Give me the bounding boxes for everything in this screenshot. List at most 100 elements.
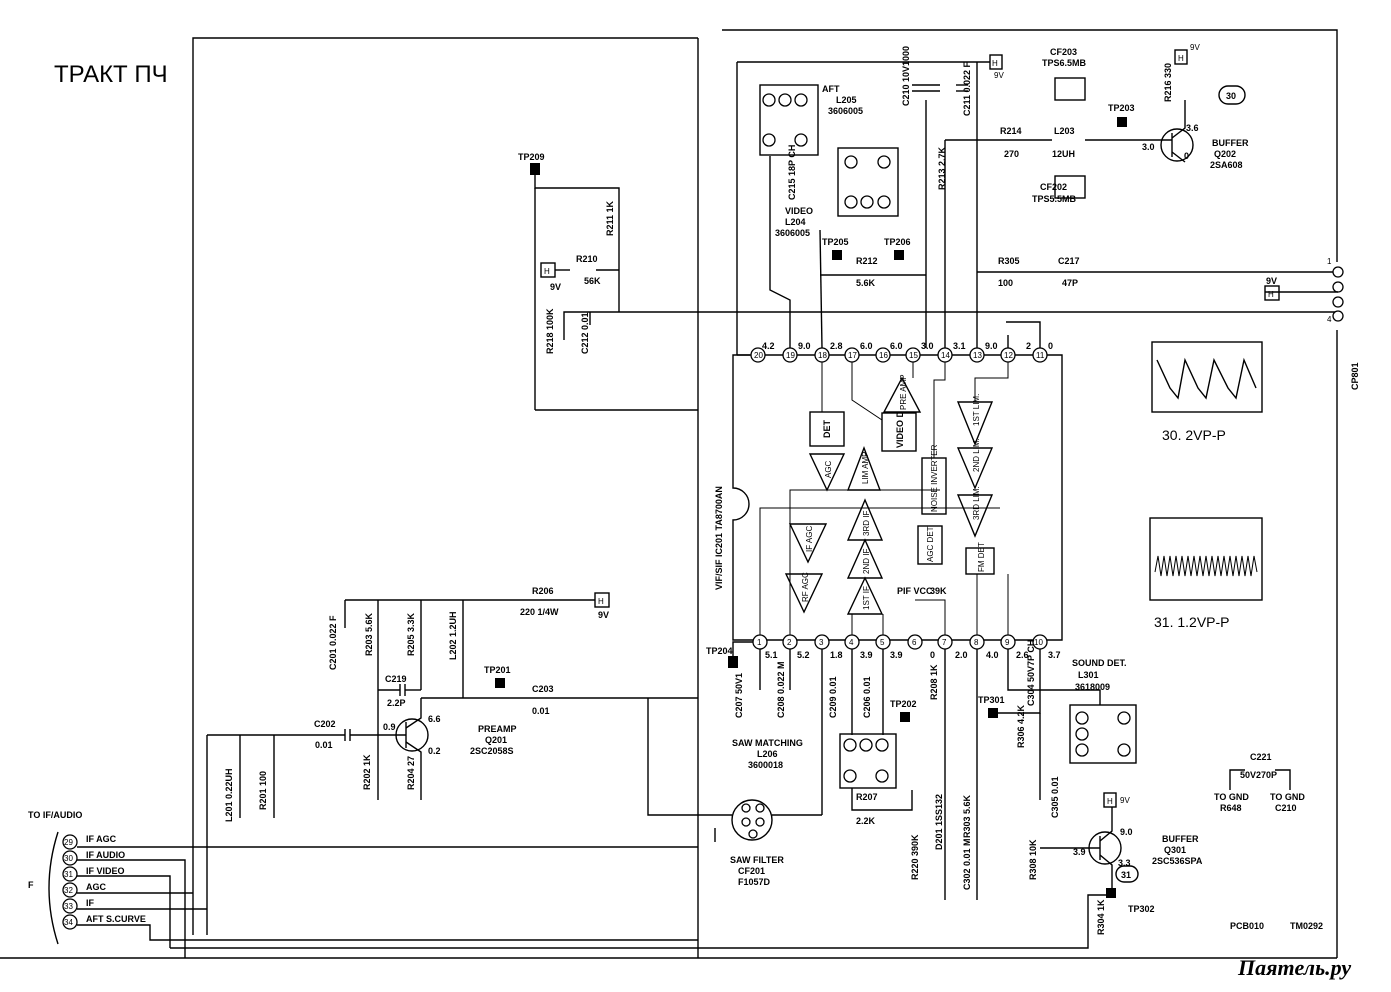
svg-text:R205 3.3K: R205 3.3K [406, 612, 416, 656]
ic-pin-8: 84.0 [969, 634, 999, 660]
svg-text:19: 19 [786, 351, 795, 360]
svg-text:VIDEO: VIDEO [785, 206, 813, 216]
svg-text:R204 27: R204 27 [406, 756, 416, 790]
svg-text:TP302: TP302 [1128, 904, 1155, 914]
svg-text:9V: 9V [1190, 43, 1200, 52]
svg-text:3.6: 3.6 [1186, 123, 1199, 133]
svg-text:4.0: 4.0 [986, 650, 999, 660]
svg-text:R201 100: R201 100 [258, 771, 268, 810]
svg-text:100: 100 [998, 278, 1013, 288]
connector-letter: F [28, 880, 34, 890]
watermark: Паяmель.ру [1237, 955, 1351, 980]
svg-text:4: 4 [849, 638, 854, 647]
agc-det-block [917, 525, 943, 565]
svg-text:220 1/4W: 220 1/4W [520, 607, 559, 617]
svg-text:11: 11 [1036, 351, 1045, 360]
svg-text:1: 1 [757, 638, 762, 647]
svg-text:R216 330: R216 330 [1163, 63, 1173, 102]
svg-text:3RD IF: 3RD IF [862, 511, 871, 536]
svg-text:3RD LIM.: 3RD LIM. [972, 486, 981, 520]
ic-ref-label: VIF/SIF IC201 TA8700AN [714, 486, 724, 590]
svg-text:C210: C210 [1275, 803, 1297, 813]
svg-text:Q202: Q202 [1214, 149, 1236, 159]
svg-text:6.0: 6.0 [860, 341, 873, 351]
ic-pin-9: 92.6 [1000, 634, 1029, 660]
svg-text:BUFFER: BUFFER [1212, 138, 1249, 148]
svg-text:3600018: 3600018 [748, 760, 783, 770]
svg-text:2.8: 2.8 [830, 341, 843, 351]
svg-text:AFT: AFT [822, 84, 840, 94]
svg-text:H: H [544, 267, 550, 276]
svg-text:R648: R648 [1220, 803, 1242, 813]
svg-text:9.0: 9.0 [1120, 827, 1133, 837]
connector-pin-30: 30 IF AUDIO [62, 850, 125, 866]
ic-bottom-pins: 15.1 25.2 31.8 43.9 53.9 60 72.0 84.0 92… [752, 634, 1061, 660]
svg-text:R305: R305 [998, 256, 1020, 266]
svg-text:NOISE INVERTER: NOISE INVERTER [930, 444, 939, 512]
svg-text:TP301: TP301 [978, 695, 1005, 705]
svg-text:L301: L301 [1078, 670, 1099, 680]
svg-text:50V270P: 50V270P [1240, 770, 1277, 780]
svg-text:SOUND DET.: SOUND DET. [1072, 658, 1127, 668]
pin7-8-chain: R208 1K D201 1SS132 R303 5.6K R220 390K … [910, 649, 1038, 900]
svg-text:3.1: 3.1 [953, 341, 966, 351]
lim2-amp [956, 447, 994, 490]
if-agc-amp [788, 523, 828, 564]
svg-text:20: 20 [754, 351, 763, 360]
svg-text:CF201: CF201 [738, 866, 765, 876]
svg-text:30: 30 [64, 854, 73, 863]
svg-text:IF AUDIO: IF AUDIO [86, 850, 125, 860]
svg-text:30: 30 [1226, 91, 1236, 101]
svg-text:D201 1SS132: D201 1SS132 [934, 794, 944, 850]
preamp-section: H 9V R206 220 1/4W C201 0.022 F R203 5.6… [206, 586, 698, 935]
svg-text:1ST IF: 1ST IF [862, 586, 871, 610]
waveform-30-label: 30. 2VP-P [1162, 427, 1226, 443]
pre-amp [882, 376, 922, 413]
svg-text:2: 2 [1026, 341, 1031, 351]
c215-label: C215 18P CH [787, 145, 797, 200]
svg-text:12: 12 [1004, 351, 1013, 360]
svg-text:AFT S.CURVE: AFT S.CURVE [86, 914, 146, 924]
ic-pin-13: 139.0 [969, 341, 998, 363]
svg-text:R306 4.2K: R306 4.2K [1016, 704, 1026, 748]
svg-text:0: 0 [1048, 341, 1053, 351]
svg-text:C208 0.022 M: C208 0.022 M [776, 661, 786, 718]
svg-text:2.6: 2.6 [1016, 650, 1029, 660]
svg-text:3.3: 3.3 [1118, 858, 1131, 868]
svg-text:15: 15 [909, 351, 918, 360]
svg-text:C206 0.01: C206 0.01 [862, 676, 872, 718]
svg-text:3.0: 3.0 [921, 341, 934, 351]
svg-text:SAW MATCHING: SAW MATCHING [732, 738, 803, 748]
svg-text:R208 1K: R208 1K [929, 664, 939, 700]
svg-text:FM DET: FM DET [977, 542, 986, 572]
svg-text:L201 0.22UH: L201 0.22UH [224, 768, 234, 822]
h-9v-top: H 9V [989, 54, 1004, 80]
svg-text:7: 7 [942, 638, 947, 647]
svg-text:5.6K: 5.6K [856, 278, 876, 288]
svg-text:56K: 56K [584, 276, 601, 286]
svg-text:31: 31 [1121, 870, 1131, 880]
svg-text:H: H [598, 597, 604, 606]
saw-matching-l206: SAW MATCHING L206 3600018 R207 2.2K [732, 733, 913, 826]
svg-text:3.0: 3.0 [1142, 142, 1155, 152]
svg-text:9V: 9V [994, 71, 1004, 80]
svg-text:L206: L206 [757, 749, 778, 759]
svg-text:C305 0.01: C305 0.01 [1050, 776, 1060, 818]
ic-ta8700an: VIF/SIF IC201 TA8700AN [714, 354, 1063, 641]
r214-value: 270 [1004, 149, 1019, 159]
svg-text:3: 3 [819, 638, 824, 647]
svg-text:3606005: 3606005 [828, 106, 863, 116]
svg-text:R218 100K: R218 100K [545, 308, 555, 354]
cp801-connector: 1 4 H 9V CP801 [1264, 257, 1360, 390]
c211-label: C211 0.022 F [962, 61, 972, 116]
ic-pin-20: 204.2 [750, 341, 775, 363]
ic-pin-16: 166.0 [875, 341, 903, 363]
ic-pin-10: 103.7 [1032, 634, 1061, 660]
svg-text:AGC: AGC [86, 882, 107, 892]
svg-text:C302 0.01 M: C302 0.01 M [962, 838, 972, 890]
svg-text:TP204: TP204 [706, 646, 733, 656]
svg-text:H: H [1268, 290, 1274, 299]
frame-lines [0, 29, 1338, 959]
